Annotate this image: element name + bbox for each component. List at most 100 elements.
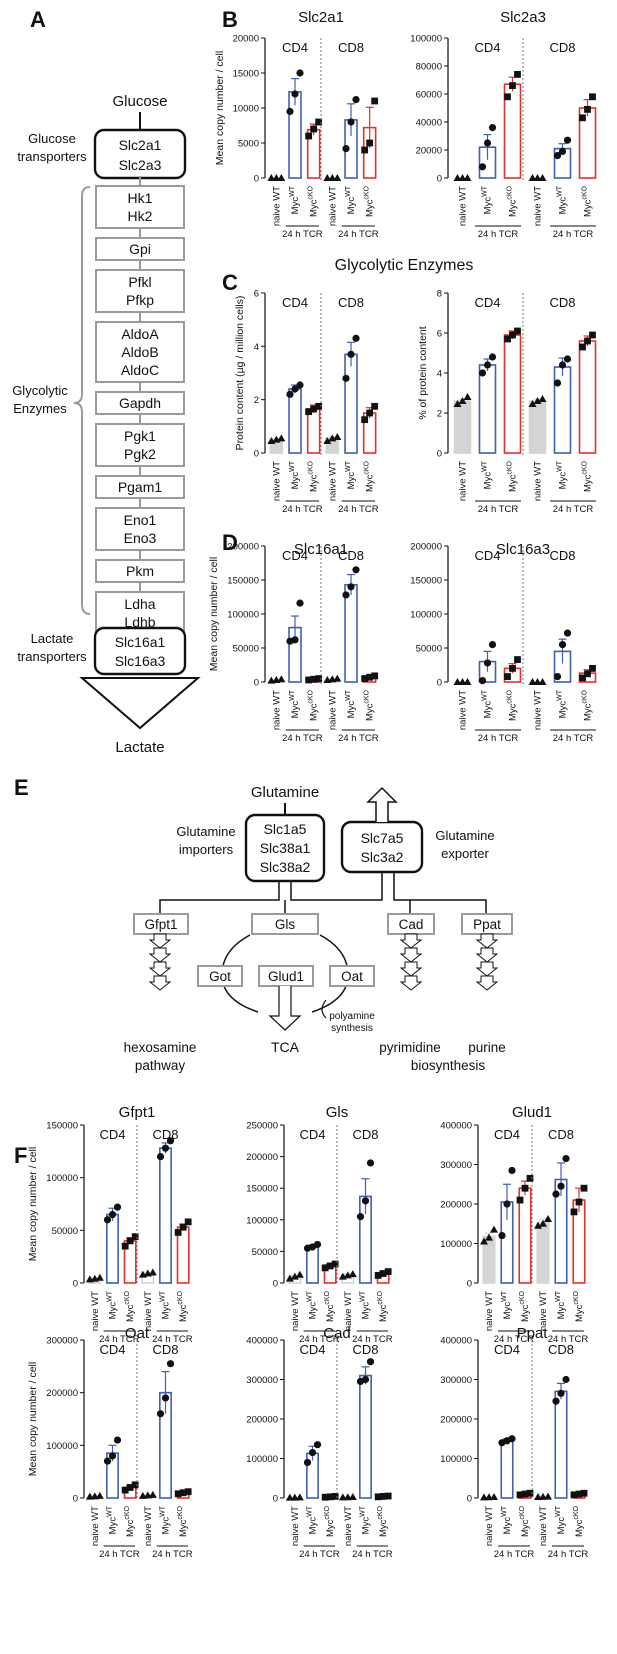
x-tick-label: naive WT (90, 1291, 101, 1331)
glycolytic-enzyme-boxes: Hk1Hk2GpiPfklPfkpAldoAAldoBAldoCGapdhPgk… (95, 176, 185, 635)
x-tick-label: MyccKO (519, 1290, 531, 1322)
data-point (379, 1493, 387, 1500)
chart-title: Gls (326, 1104, 349, 1121)
y-tick-label: 150000 (246, 1184, 278, 1195)
data-point (528, 400, 537, 407)
y-tick-label: 0 (437, 174, 442, 185)
x-tick-label: MyccKO (507, 460, 519, 492)
chart-title: Cad (323, 1325, 351, 1342)
bar (306, 408, 321, 454)
y-tick-label: 300000 (440, 1160, 472, 1171)
data-point (579, 114, 586, 122)
tcr-label: 24 h TCR (352, 1334, 393, 1345)
tcr-label: 24 h TCR (338, 504, 379, 515)
data-point (277, 675, 286, 683)
data-point (361, 416, 369, 424)
exporter-slc7a5: Slc7a5 (361, 830, 404, 846)
data-point (509, 82, 516, 89)
data-point (126, 1237, 134, 1245)
y-tick-label: 100000 (440, 1239, 472, 1250)
glycolytic-enzymes-label-1: Glycolytic (12, 383, 68, 398)
x-tick-label: naive WT (458, 186, 469, 226)
data-point (331, 1493, 339, 1500)
x-tick-label: MycWT (307, 1290, 319, 1319)
exporter-label-2: exporter (441, 846, 489, 861)
y-tick-label: 100000 (440, 1454, 472, 1465)
enzyme-glud1: Glud1 (268, 969, 304, 984)
panel-label-e: E (14, 775, 29, 800)
data-point (584, 106, 591, 113)
group-label: CD4 (282, 40, 308, 55)
data-point (544, 1215, 552, 1223)
x-tick-label: MycWT (482, 689, 494, 718)
data-point (290, 1272, 299, 1280)
enzyme-name: AldoA (121, 326, 159, 342)
x-tick-label: MyccKO (582, 185, 594, 217)
x-tick-label: naive WT (343, 1291, 354, 1331)
y-tick-label: 50000 (416, 644, 442, 655)
bar (453, 400, 472, 454)
enzyme-name: Pgk1 (124, 428, 156, 444)
x-tick-label: naive WT (533, 186, 544, 226)
data-point (342, 591, 350, 599)
tcr-label: 24 h TCR (548, 1334, 589, 1345)
enzyme-box-got (197, 965, 243, 987)
glycolytic-enzymes-label-2: Enzymes (13, 401, 67, 416)
enzyme-box (95, 321, 185, 383)
data-point (161, 1144, 170, 1152)
y-tick-label: 4 (437, 369, 442, 380)
data-point (526, 1489, 534, 1497)
y-tick-label: 50000 (233, 644, 259, 655)
data-point (488, 353, 497, 361)
data-point (558, 361, 567, 369)
data-point (361, 675, 369, 682)
y-tick-label: 0 (467, 1279, 472, 1290)
data-point (514, 71, 521, 78)
x-tick-label: MycWT (160, 1290, 172, 1319)
x-tick-label: MycWT (557, 689, 569, 718)
x-tick-label: MyccKO (377, 1290, 389, 1322)
output-polyamine-synthesis: synthesis (331, 1023, 373, 1034)
data-point (347, 583, 355, 591)
data-point (103, 1457, 112, 1465)
bar (288, 388, 302, 454)
tcr-label: 24 h TCR (282, 504, 323, 515)
x-tick-label: naive WT (458, 690, 469, 730)
enzyme-box-oat (329, 965, 375, 987)
panel-label-f: F (14, 1143, 27, 1168)
y-tick-label: 20000 (416, 146, 442, 157)
data-point (463, 393, 472, 400)
bar (578, 340, 597, 454)
output-hexosamine: hexosamine (124, 1040, 197, 1055)
tcr-label: 24 h TCR (152, 1549, 193, 1560)
data-point (570, 1491, 578, 1499)
group-label: CD8 (338, 295, 364, 310)
x-tick-label: naive WT (327, 690, 338, 730)
data-point (286, 107, 294, 116)
y-axis-label: Mean copy number / cell (214, 51, 226, 165)
data-point (516, 1196, 524, 1204)
data-point (558, 147, 567, 155)
panel-label-c: C (222, 270, 238, 295)
tcr-label: 24 h TCR (553, 229, 594, 240)
y-tick-label: 0 (254, 678, 259, 689)
x-tick-label: naive WT (484, 1506, 495, 1546)
data-point (348, 1493, 357, 1501)
group-label: CD4 (474, 295, 500, 310)
exporter-label-1: Glutamine (435, 828, 494, 843)
x-tick-label: MyccKO (324, 1290, 336, 1322)
x-tick-label: MyccKO (573, 1290, 585, 1322)
data-point (371, 402, 379, 410)
data-point (552, 1397, 560, 1405)
y-axis-label: Protein content (µg / million cells) (234, 296, 246, 451)
data-point (483, 139, 492, 147)
y-tick-label: 150000 (227, 576, 259, 587)
enzyme-name: Hk2 (128, 208, 153, 224)
tcr-label: 24 h TCR (478, 229, 519, 240)
data-point (570, 1208, 578, 1216)
x-tick-label: MycWT (345, 185, 357, 214)
enzyme-box (95, 185, 185, 229)
glycolysis-pathway-diagram: Glucose Slc2a1 Slc2a3 Glucose transporte… (12, 93, 201, 756)
